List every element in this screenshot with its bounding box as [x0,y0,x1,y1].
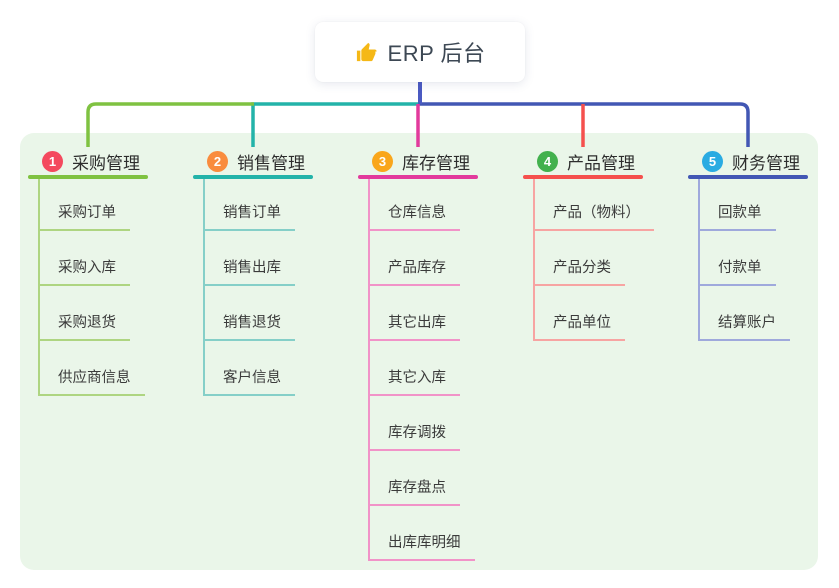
child-node[interactable]: 产品库存 [368,258,460,286]
child-connector-line [203,179,205,396]
child-label: 出库库明细 [388,535,461,551]
branch-node-5[interactable]: 5 财务管理 [702,149,800,173]
branch-underline [28,175,148,179]
branch-label: 库存管理 [402,153,470,173]
child-node[interactable]: 库存盘点 [368,478,460,506]
branch-node-4[interactable]: 4 产品管理 [537,149,635,173]
child-node[interactable]: 结算账户 [698,313,790,341]
child-label: 库存盘点 [388,480,446,496]
branch-label: 销售管理 [237,153,305,173]
child-label: 产品（物料） [553,205,640,221]
child-node[interactable]: 仓库信息 [368,203,460,231]
child-label: 付款单 [718,260,762,276]
child-node[interactable]: 供应商信息 [38,368,145,396]
child-label: 销售订单 [223,205,281,221]
child-label: 回款单 [718,205,762,221]
branch-badge: 1 [42,150,63,172]
child-node[interactable]: 产品（物料） [533,203,654,231]
child-node[interactable]: 付款单 [698,258,776,286]
child-connector-line [533,179,535,341]
child-label: 产品分类 [553,260,611,276]
child-node[interactable]: 销售订单 [203,203,295,231]
branch-node-2[interactable]: 2 销售管理 [207,149,305,173]
child-label: 销售退货 [223,315,281,331]
child-node[interactable]: 采购入库 [38,258,130,286]
branch-node-3[interactable]: 3 库存管理 [372,149,470,173]
child-label: 采购退货 [58,315,116,331]
child-label: 供应商信息 [58,370,131,386]
child-connector-line [698,179,700,341]
child-connector-line [38,179,40,396]
root-node[interactable]: ERP 后台 [315,22,525,82]
branch-label: 采购管理 [72,153,140,173]
child-node[interactable]: 其它出库 [368,313,460,341]
branch-badge: 4 [537,150,558,172]
child-label: 客户信息 [223,370,281,386]
child-node[interactable]: 其它入库 [368,368,460,396]
thumbs-up-icon [355,41,378,64]
child-label: 其它出库 [388,315,446,331]
child-node[interactable]: 产品分类 [533,258,625,286]
child-label: 产品库存 [388,260,446,276]
branch-underline [358,175,478,179]
branch-node-1[interactable]: 1 采购管理 [42,149,140,173]
child-node[interactable]: 客户信息 [203,368,295,396]
child-label: 其它入库 [388,370,446,386]
branch-badge: 3 [372,150,393,172]
branches-panel [20,133,818,570]
child-node[interactable]: 库存调拨 [368,423,460,451]
branch-underline [193,175,313,179]
child-node[interactable]: 采购退货 [38,313,130,341]
child-connector-line [368,179,370,561]
branch-underline [688,175,808,179]
branch-label: 财务管理 [732,153,800,173]
child-label: 仓库信息 [388,205,446,221]
branch-badge: 5 [702,150,723,172]
child-node[interactable]: 采购订单 [38,203,130,231]
child-node[interactable]: 销售出库 [203,258,295,286]
branch-badge: 2 [207,150,228,172]
branch-label: 产品管理 [567,153,635,173]
child-label: 产品单位 [553,315,611,331]
child-label: 库存调拨 [388,425,446,441]
child-node[interactable]: 回款单 [698,203,776,231]
child-node[interactable]: 产品单位 [533,313,625,341]
child-label: 结算账户 [718,315,776,331]
child-node[interactable]: 出库库明细 [368,533,475,561]
child-label: 销售出库 [223,260,281,276]
child-label: 采购订单 [58,205,116,221]
child-node[interactable]: 销售退货 [203,313,295,341]
root-title: ERP 后台 [387,41,486,66]
child-label: 采购入库 [58,260,116,276]
branch-underline [523,175,643,179]
